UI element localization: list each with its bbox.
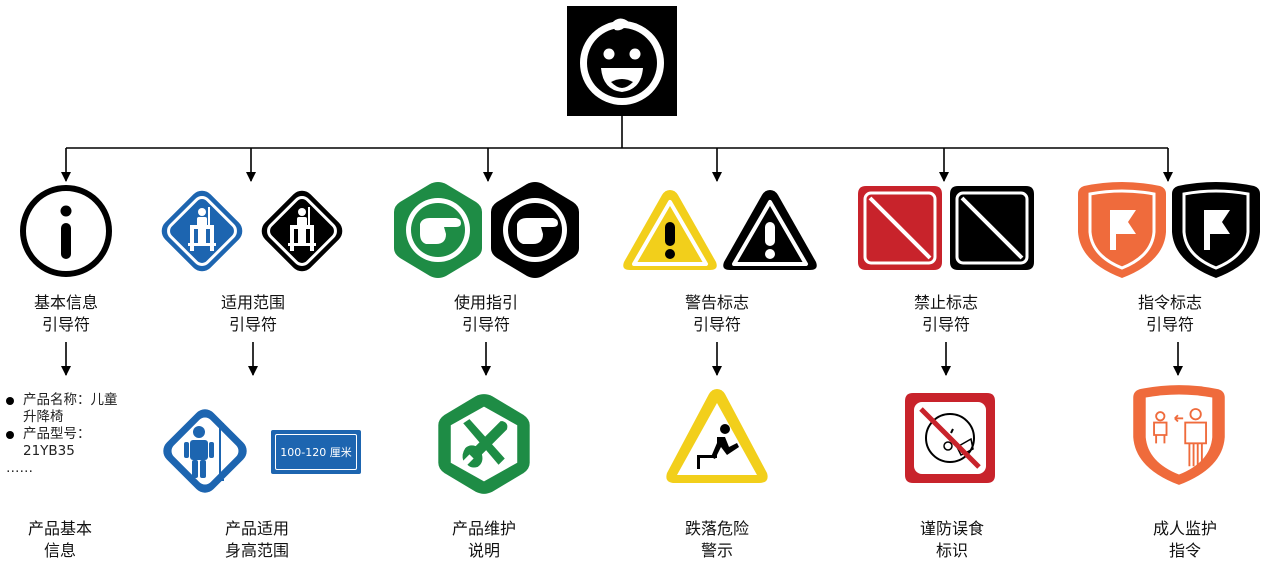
detail-label-basic-info: 产品基本信息 <box>27 519 92 560</box>
basic-info-bullet-list: 产品名称：儿童 升降椅 产品型号： 21YB35 …… <box>6 392 118 477</box>
detail-label-instruction: 成人监护指令 <box>1152 519 1217 560</box>
child-height-icon <box>163 409 247 493</box>
bullet-item: 产品名称：儿童 <box>6 392 118 409</box>
guide-label-basic-info: 基本信息引导符 <box>33 293 98 334</box>
bullet-item: 产品型号： <box>6 426 118 443</box>
bullet-ellipsis: …… <box>6 460 33 476</box>
high-chair-icon-blue <box>161 190 243 272</box>
detail-label-usage: 产品维护说明 <box>451 519 516 560</box>
prohibition-icon-black <box>950 186 1034 270</box>
fall-hazard-icon <box>666 389 768 483</box>
guide-label-prohibition: 禁止标志引导符 <box>913 293 978 334</box>
wrench-screwdriver-icon <box>438 394 530 494</box>
height-range-sign: 100-120 厘米 <box>271 430 361 474</box>
detail-label-prohibition: 谨防误食标识 <box>919 519 984 560</box>
bullet-dot <box>6 431 14 439</box>
pointing-hand-icon-green <box>394 182 482 278</box>
warning-icon-black <box>723 190 817 270</box>
detail-label-warning: 跌落危险警示 <box>684 519 749 560</box>
guide-label-instruction: 指令标志引导符 <box>1137 293 1202 334</box>
guide-label-scope: 适用范围引导符 <box>220 293 285 334</box>
height-range-unit: 厘米 <box>329 446 352 459</box>
warning-icon-yellow <box>623 190 717 270</box>
pointing-hand-icon-black <box>491 182 579 278</box>
flag-shield-icon-orange <box>1078 182 1166 278</box>
high-chair-icon-black <box>261 190 343 272</box>
guide-label-warning: 警告标志引导符 <box>684 293 749 334</box>
detail-label-scope: 产品适用身高范围 <box>224 519 289 560</box>
bullet-dot <box>6 397 14 405</box>
height-range-value: 100-120 <box>280 445 327 459</box>
info-icon <box>20 185 112 277</box>
prohibition-icon-red <box>858 186 942 270</box>
bullet-continuation: 21YB35 <box>23 443 75 459</box>
bullet-continuation: 升降椅 <box>23 409 64 425</box>
choking-hazard-icon <box>905 393 995 483</box>
baby-face-icon <box>567 6 677 116</box>
flag-shield-icon-black <box>1172 182 1260 278</box>
adult-supervision-icon <box>1133 385 1225 485</box>
guide-label-usage: 使用指引引导符 <box>453 293 518 334</box>
